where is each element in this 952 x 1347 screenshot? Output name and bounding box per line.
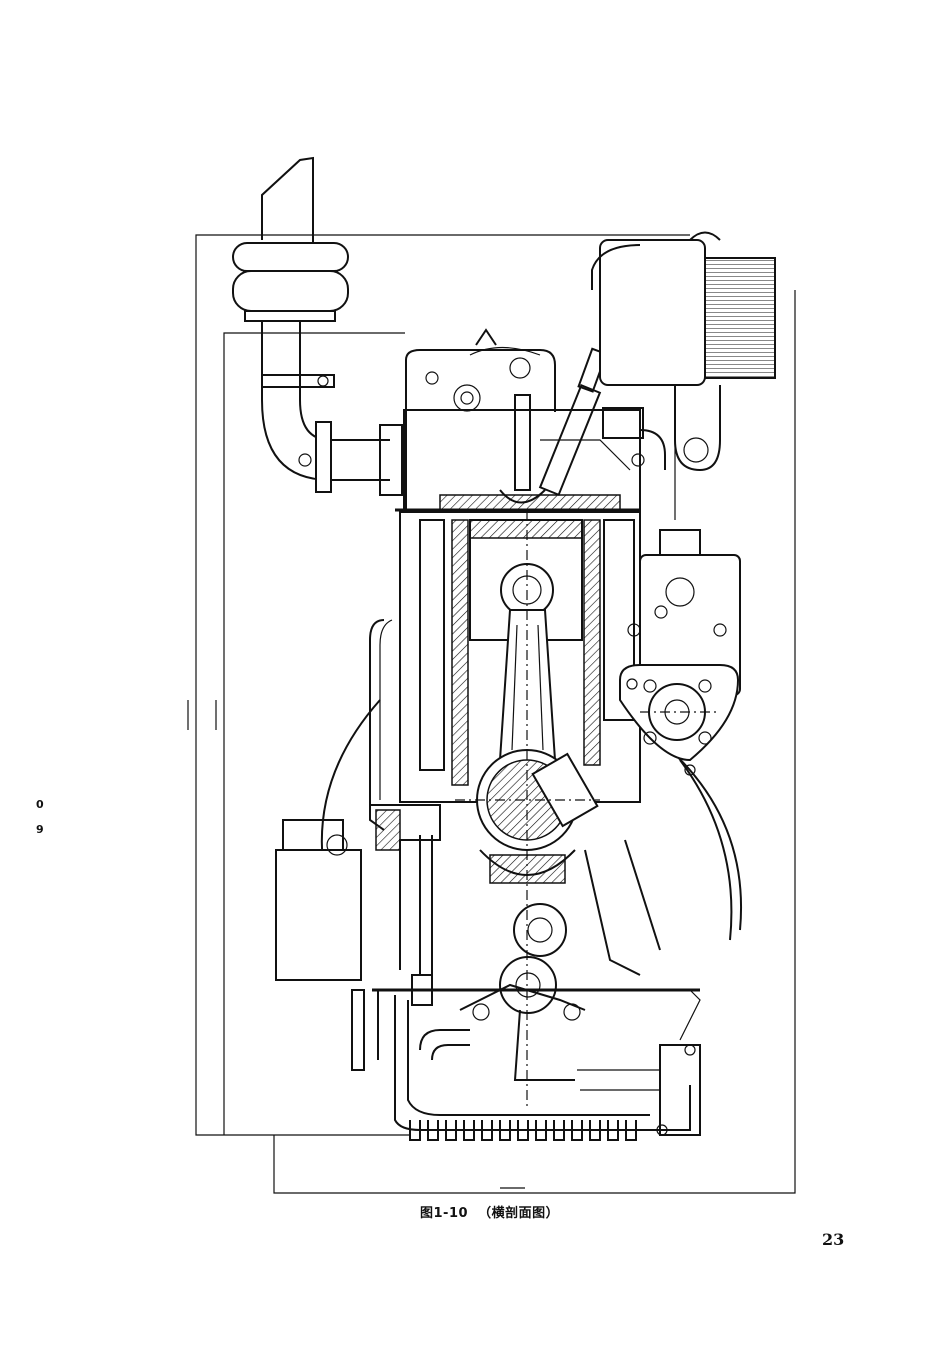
injection-pump [619, 529, 741, 776]
center-lines [455, 510, 720, 1110]
exhaust-pipe-assembly [232, 156, 403, 496]
page-number: 23 [822, 1230, 845, 1249]
crankshaft [476, 749, 599, 884]
camshaft-drive [459, 839, 661, 1081]
cylinder-head [395, 328, 666, 512]
piston [469, 519, 583, 641]
margin-mark: 9 [36, 823, 44, 836]
margin-mark: 0 [36, 798, 44, 811]
oil-filter-housing [275, 804, 441, 1071]
oil-sump [372, 974, 701, 1141]
air-cleaner [591, 231, 776, 520]
dimension-frame [187, 234, 796, 1194]
figure-caption: 图1-10 （横剖面图） [420, 1206, 560, 1221]
